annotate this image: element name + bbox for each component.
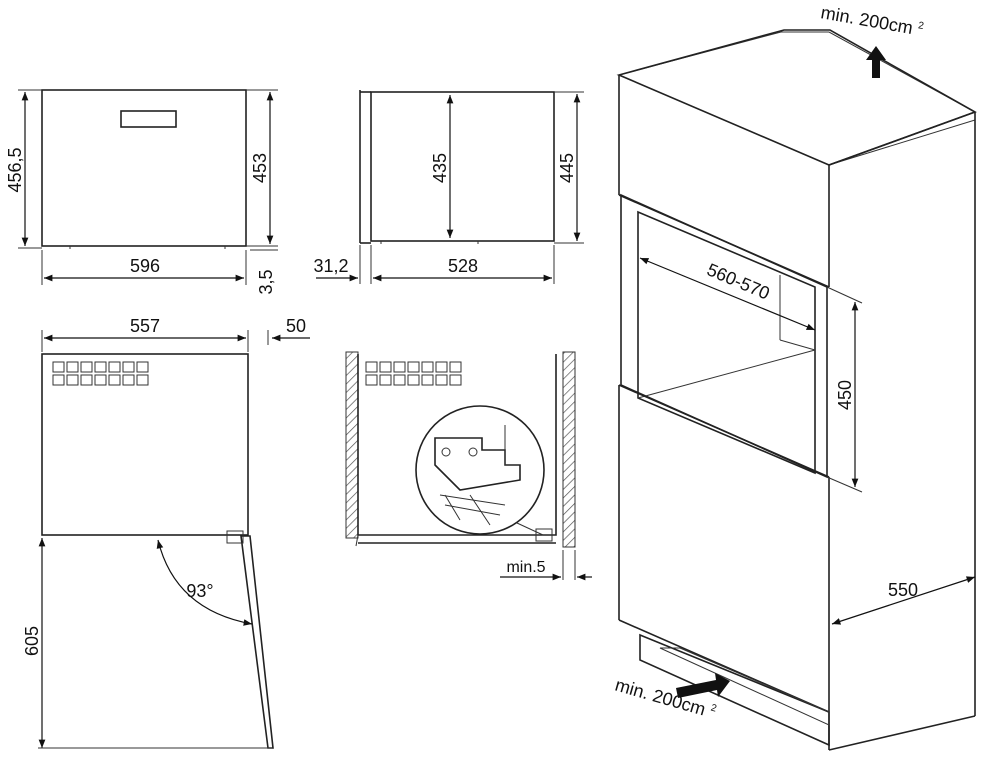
control-panel [120,110,177,128]
dim-side-front-depth: 31,2 [313,256,348,276]
vent-cell [122,361,135,373]
svg-text:min. 200cm 2: min. 200cm 2 [613,675,719,723]
vent-cell [435,361,448,373]
dim-side-depth: 528 [448,256,478,276]
dim-top-door: 50 [286,316,306,336]
vent-cell [136,374,149,386]
vent-cell [66,374,79,386]
vent-cell [421,361,434,373]
plinth [639,633,830,747]
vent-cell [80,374,93,386]
vent-grid-detail [365,361,462,386]
top-body [41,353,249,536]
dim-front-width: 596 [130,256,160,276]
dim-door-swing: 605 [22,626,42,656]
vent-cell [80,361,93,373]
vent-cell [407,361,420,373]
appliance-outline [357,354,557,536]
hinge-detail [535,528,553,542]
front-view: 456,5 453 596 3,5 [5,89,278,295]
vent-top-sup: 2 [917,20,925,32]
vent-bottom-arrow [676,673,730,698]
side-body [370,91,555,242]
vent-bottom-sup: 2 [709,703,718,715]
dim-niche-height: 450 [835,380,855,410]
dim-bottom-gap: 3,5 [256,269,276,294]
vent-cell [108,361,121,373]
vent-cell [379,374,392,386]
vent-cell [393,374,406,386]
vent-cell [379,361,392,373]
side-view: 435 445 31,2 528 [313,90,584,284]
vent-bottom-label: min. 200cm [613,675,708,720]
vent-cell [108,374,121,386]
dim-front-height-outer: 456,5 [5,147,25,192]
cabinet-view: 560-570 450 550 min. 200cm 2 min. 200cm … [613,2,977,751]
niche-detail: min.5 [345,351,592,581]
dim-side-height-inner: 435 [430,153,450,183]
dim-niche-width: 560-570 [704,259,773,303]
top-view: 557 50 605 93° [22,316,310,749]
cabinet-top-face [616,29,977,166]
vent-cell [94,374,107,386]
vent-cell [449,374,462,386]
vent-cell [52,361,65,373]
left-wall [345,351,359,539]
vent-grid [52,361,149,386]
dim-door-angle: 93° [186,581,213,601]
svg-text:min. 200cm 2: min. 200cm 2 [819,2,925,40]
vent-cell [393,361,406,373]
vent-cell [52,374,65,386]
dim-top-width: 557 [130,316,160,336]
vent-cell [66,361,79,373]
front-body [41,89,247,247]
dim-min-gap: min.5 [506,559,545,576]
vent-cell [421,374,434,386]
vent-top-arrow [866,46,886,78]
dim-side-height-outer: 445 [557,153,577,183]
vent-cell [94,361,107,373]
vent-cell [136,361,149,373]
vent-cell [435,374,448,386]
magnifier-circle [415,405,545,535]
dim-front-height-inner: 453 [250,153,270,183]
vent-cell [365,361,378,373]
dim-cabinet-depth: 550 [888,580,918,600]
vent-cell [365,374,378,386]
vent-cell [122,374,135,386]
open-door [240,535,274,749]
magnified-bracket [434,437,521,491]
vent-cell [407,374,420,386]
right-wall [562,351,576,548]
vent-cell [449,361,462,373]
